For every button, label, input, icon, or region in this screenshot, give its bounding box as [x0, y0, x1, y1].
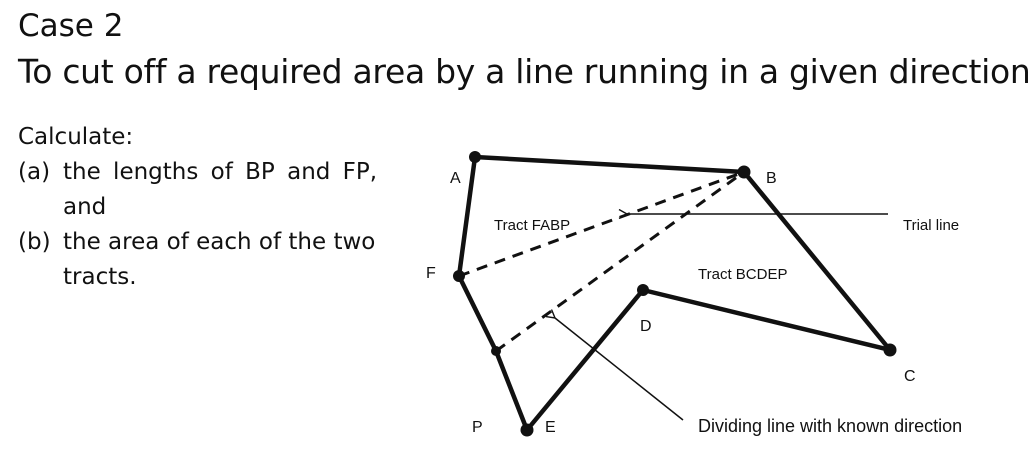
tract-bcdep-label: Tract BCDEP	[698, 266, 787, 283]
part-b-line-1: the area of each of the two	[63, 229, 376, 255]
vertex-e-dot	[520, 423, 534, 437]
part-a-line-2: and	[63, 194, 107, 220]
vertex-b-dot	[737, 165, 751, 179]
dividing-line-bp	[495, 170, 745, 353]
question-part-a: (a) the lengths of BP and FP,	[18, 155, 418, 190]
side-bc	[741, 169, 893, 353]
part-a-tag: (a)	[18, 159, 51, 185]
question-text: Calculate: (a)the lengths of BP and FP, …	[18, 120, 418, 295]
vertex-f-dot	[453, 270, 465, 282]
vertex-p-dot	[491, 346, 501, 356]
vertex-label-f: F	[426, 265, 436, 282]
part-a-line-1: the lengths of BP and FP,	[63, 159, 378, 185]
trial-line-label: Trial line	[903, 217, 959, 234]
side-ab	[472, 154, 747, 175]
case-title: Case 2	[18, 8, 124, 44]
vertex-labels: A B C D E F P	[426, 170, 916, 436]
vertex-markers	[453, 151, 897, 437]
part-b-line-2: tracts.	[63, 264, 137, 290]
vertex-label-e: E	[545, 419, 556, 436]
question-part-b: (b) the area of each of the two	[18, 225, 418, 260]
trial-line-bf	[458, 170, 745, 278]
side-cd	[640, 287, 893, 353]
case-subtitle: To cut off a required area by a line run…	[18, 52, 1032, 91]
vertex-label-c: C	[904, 368, 916, 385]
vertex-label-a: A	[450, 170, 461, 187]
dividing-line-pointer	[555, 318, 684, 421]
vertex-label-b: B	[766, 170, 777, 187]
dividing-line-label: Dividing line with known direction	[698, 416, 962, 436]
vertex-a-dot	[469, 151, 481, 163]
side-ep	[493, 348, 530, 433]
vertex-d-dot	[637, 284, 649, 296]
tract-fabp-label: Tract FABP	[494, 217, 570, 234]
vertex-label-p: P	[472, 419, 483, 436]
question-intro: Calculate:	[18, 124, 134, 150]
side-fa	[456, 154, 478, 279]
traverse-boundary	[456, 154, 893, 433]
side-pf	[456, 273, 499, 354]
vertex-label-d: D	[640, 318, 652, 335]
part-b-tag: (b)	[18, 229, 51, 255]
side-de	[524, 287, 646, 433]
vertex-c-dot	[883, 343, 897, 357]
dashed-lines	[458, 170, 745, 353]
